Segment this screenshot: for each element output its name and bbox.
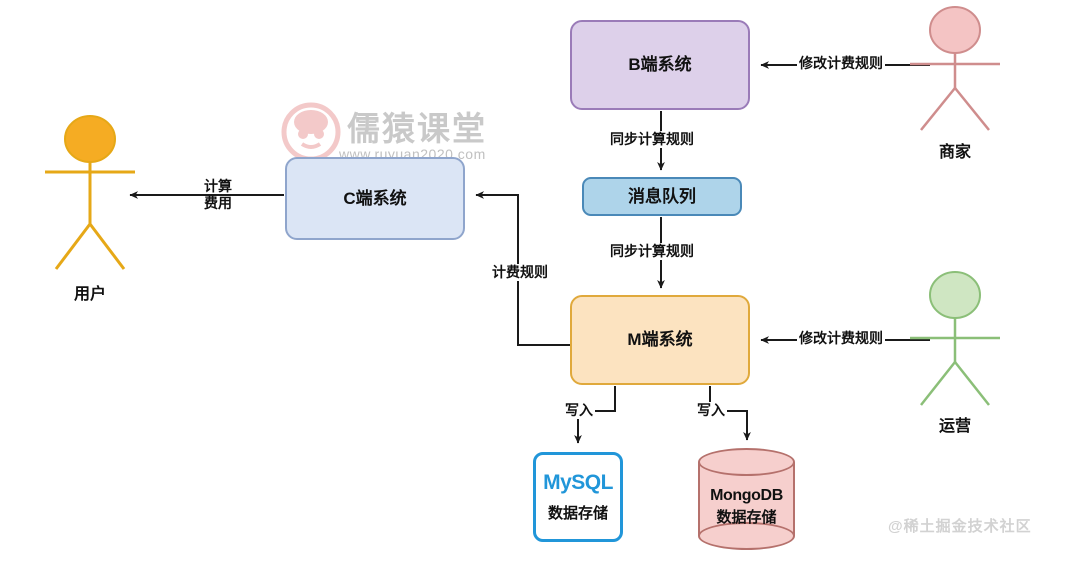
watermark-juejin: @稀土掘金技术社区 (888, 518, 1032, 535)
node-message-queue-label: 消息队列 (628, 186, 696, 206)
actor-user (45, 115, 135, 270)
edge-m-to-mysql (574, 386, 616, 444)
edge-label-c-to-user-line1: 计算 (204, 178, 232, 194)
edge-label-merchant-to-b: 修改计费规则 (797, 55, 885, 72)
cylinder-top (698, 448, 795, 476)
edge-label-m-to-c: 计费规则 (490, 264, 550, 281)
edge-label-mq-to-m: 同步计算规则 (608, 243, 696, 260)
mongodb-text-group: MongoDB 数据存储 (698, 472, 795, 542)
node-b-system-label: B端系统 (628, 55, 692, 75)
node-m-system[interactable]: M端系统 (570, 295, 750, 385)
actor-operations (910, 271, 1000, 406)
edge-label-c-to-user: 计算 费用 (190, 178, 246, 211)
edge-label-b-to-mq: 同步计算规则 (608, 131, 696, 148)
actor-operations-label: 运营 (938, 418, 971, 435)
edge-label-c-to-user-line2: 费用 (204, 194, 232, 211)
actor-merchant (910, 6, 1000, 131)
node-c-system-label: C端系统 (343, 188, 407, 208)
node-mysql[interactable]: MySQL 数据存储 (533, 452, 623, 542)
node-c-system[interactable]: C端系统 (285, 157, 465, 240)
node-mongodb[interactable]: MongoDB 数据存储 (698, 448, 795, 550)
actor-user-label: 用户 (73, 286, 106, 303)
edge-label-m-to-mongodb: 写入 (695, 402, 727, 419)
mongodb-name-label: MongoDB (710, 487, 783, 504)
actor-merchant-label: 商家 (938, 144, 971, 161)
cylinder-bottom (698, 522, 795, 550)
mysql-name-label: MySQL (543, 471, 613, 494)
mongodb-sub-label: 数据存储 (716, 509, 777, 526)
node-m-system-label: M端系统 (627, 330, 693, 350)
node-message-queue[interactable]: 消息队列 (582, 177, 742, 216)
node-b-system[interactable]: B端系统 (570, 20, 750, 110)
mysql-sub-label: 数据存储 (547, 505, 608, 522)
edge-m-to-mongodb (709, 386, 751, 441)
edge-label-m-to-mysql: 写入 (563, 402, 595, 419)
edge-label-ops-to-m: 修改计费规则 (797, 330, 885, 347)
